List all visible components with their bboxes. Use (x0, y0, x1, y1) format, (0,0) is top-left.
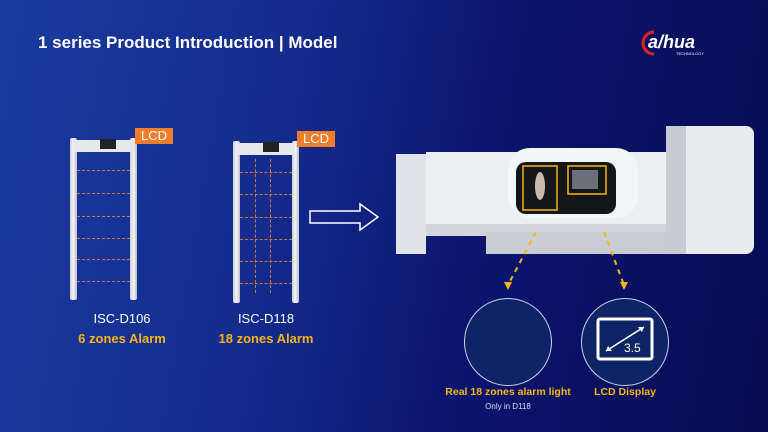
gate-closeup-photo (396, 126, 754, 254)
lcd-panel (100, 139, 116, 149)
lcd-display-circle: 3.5 (581, 298, 669, 386)
lcd-label: LCD (135, 128, 174, 144)
gate-isc-d106 (70, 128, 140, 308)
model-name: ISC-D106 (93, 311, 151, 326)
screen-size-icon (596, 317, 654, 361)
model-name: ISC-D118 (237, 311, 295, 326)
arrow-right-icon (309, 202, 380, 232)
svg-text:a/hua: a/hua (648, 32, 695, 52)
gate-isc-d118 (233, 131, 303, 311)
svg-text:TECHNOLOGY: TECHNOLOGY (676, 51, 704, 56)
lcd-panel (263, 142, 279, 152)
dahua-logo: a/hua TECHNOLOGY (641, 30, 704, 56)
feature-caption: Real 18 zones alarm light (445, 386, 571, 398)
alarm-light-circle (464, 298, 552, 386)
zone-count: 6 zones Alarm (78, 331, 166, 346)
slide-title: 1 series Product Introduction | Model (38, 33, 338, 52)
feature-caption: LCD Display (594, 386, 656, 398)
feature-note: Only in D118 (485, 402, 531, 411)
zone-count: 18 zones Alarm (218, 331, 314, 346)
lcd-label: LCD (297, 131, 336, 147)
callout-lines (504, 231, 628, 290)
screen-size: 3.5 (624, 341, 641, 355)
